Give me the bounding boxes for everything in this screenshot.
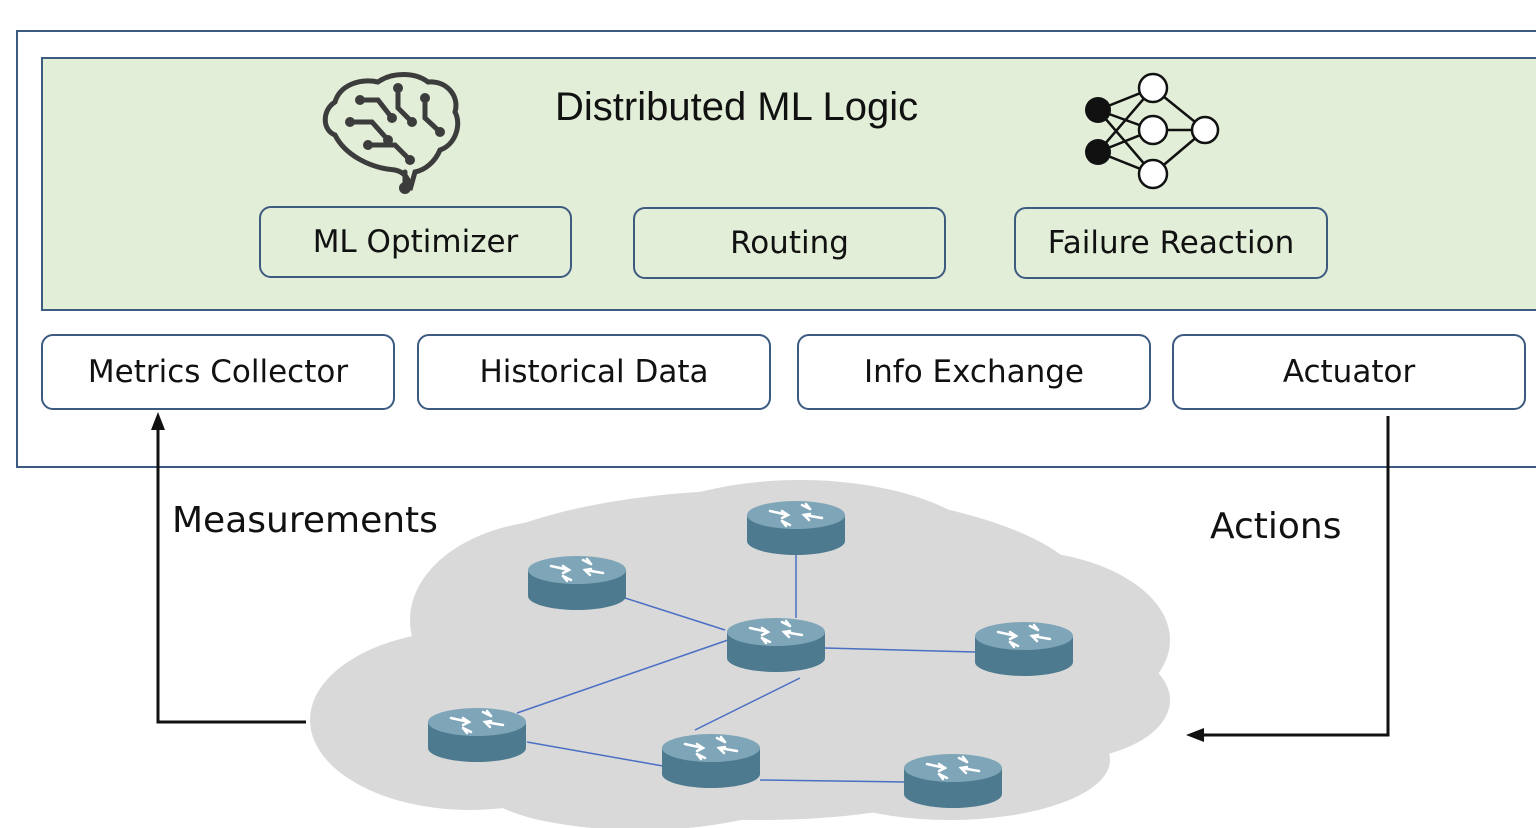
network-links — [516, 550, 976, 783]
system-frame — [16, 30, 1536, 468]
measurements-arrow — [156, 428, 306, 724]
router-icon — [902, 752, 1004, 810]
actuator-box: Actuator — [1172, 334, 1526, 410]
logic-title: Distributed ML Logic — [555, 85, 919, 129]
info-exchange-box: Info Exchange — [797, 334, 1151, 410]
historical-data-box: Historical Data — [417, 334, 771, 410]
measurements-arrowhead — [151, 412, 165, 430]
router-icon — [745, 499, 847, 557]
actions-arrow — [1202, 416, 1390, 737]
actions-label: Actions — [1210, 506, 1342, 547]
router-icon — [426, 706, 528, 764]
measurements-label: Measurements — [172, 500, 438, 541]
routing-module: Routing — [633, 207, 946, 279]
actions-arrowhead — [1186, 728, 1204, 742]
metrics-collector-box: Metrics Collector — [41, 334, 395, 410]
router-icon — [526, 554, 628, 612]
router-icon — [973, 620, 1075, 678]
router-icon — [660, 732, 762, 790]
failure-reaction-module: Failure Reaction — [1014, 207, 1328, 279]
ml-optimizer-module: ML Optimizer — [259, 206, 572, 278]
router-icon — [725, 616, 827, 674]
